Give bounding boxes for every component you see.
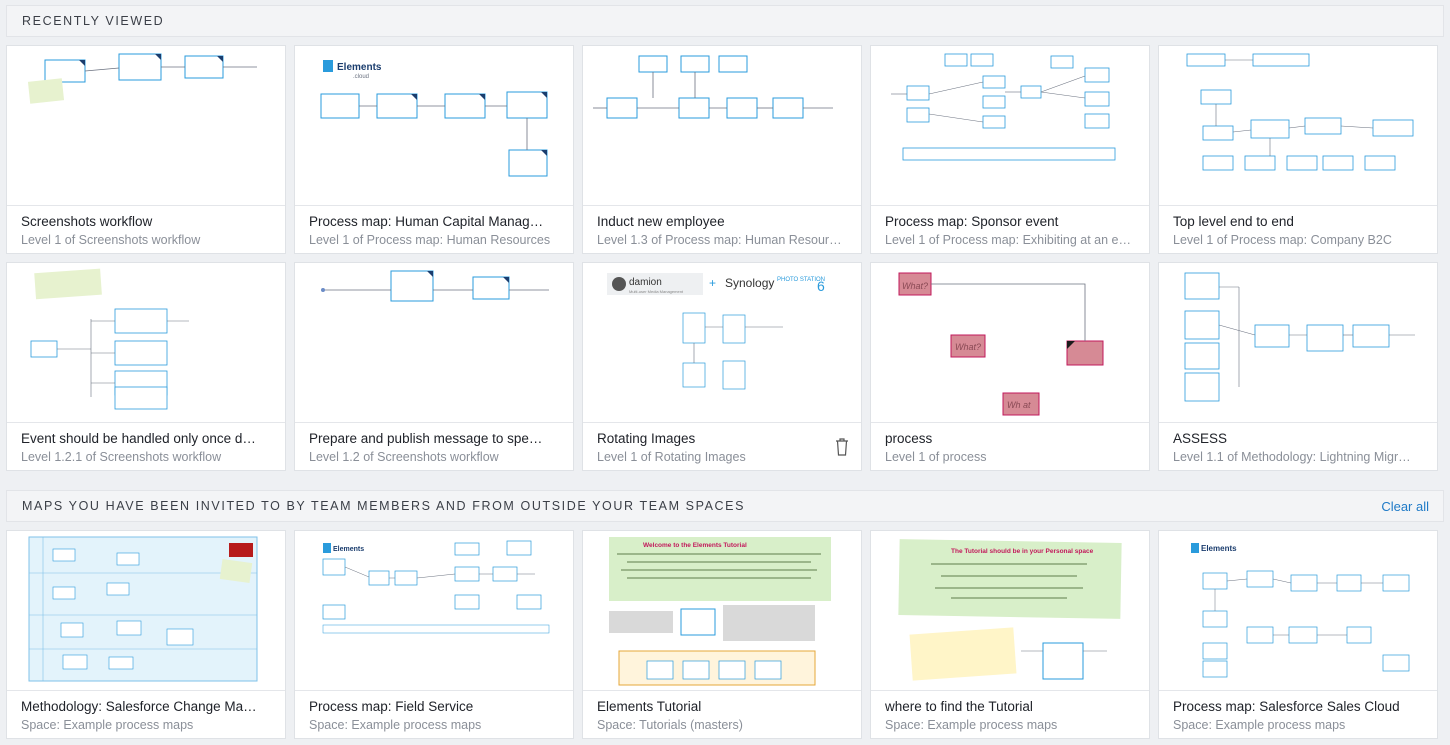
svg-text:damion: damion: [629, 277, 662, 288]
map-card[interactable]: Process map: Sponsor event Level 1 of Pr…: [870, 45, 1150, 254]
card-title: where to find the Tutorial: [885, 699, 1033, 714]
map-thumbnail: [1159, 46, 1437, 206]
map-thumbnail: [871, 46, 1149, 206]
map-thumbnail: Elements: [1159, 531, 1437, 691]
map-thumbnail: [7, 46, 285, 206]
map-card[interactable]: Top level end to end Level 1 of Process …: [1158, 45, 1438, 254]
map-thumbnail: What? What? Wh at: [871, 263, 1149, 423]
recent-row-2: Event should be handled only once de… Le…: [6, 262, 1438, 471]
card-title: Methodology: Salesforce Change Man…: [21, 699, 261, 714]
card-subtitle: Space: Example process maps: [885, 718, 1058, 732]
card-subtitle: Space: Tutorials (masters): [597, 718, 743, 732]
map-thumbnail: Elements: [295, 531, 573, 691]
invited-maps-header: MAPS YOU HAVE BEEN INVITED TO BY TEAM ME…: [6, 490, 1444, 522]
map-card[interactable]: Prepare and publish message to speci… Le…: [294, 262, 574, 471]
map-card[interactable]: damion Multi-user Media Management + Syn…: [582, 262, 862, 471]
map-thumbnail: [7, 263, 285, 423]
card-title: Event should be handled only once de…: [21, 431, 261, 446]
svg-text:What?: What?: [902, 281, 928, 291]
card-title: Process map: Sponsor event: [885, 214, 1059, 229]
map-card[interactable]: Screenshots workflow Level 1 of Screensh…: [6, 45, 286, 254]
card-title: Screenshots workflow: [21, 214, 153, 229]
map-thumbnail: Welcome to the Elements Tutorial: [583, 531, 861, 691]
card-title: Process map: Field Service: [309, 699, 474, 714]
map-card[interactable]: ASSESS Level 1.1 of Methodology: Lightni…: [1158, 262, 1438, 471]
card-subtitle: Level 1.1 of Methodology: Lightning Migr…: [1173, 450, 1411, 464]
recent-row-1: Screenshots workflow Level 1 of Screensh…: [6, 45, 1438, 254]
map-card[interactable]: Elements Process map: Field Service Spac…: [294, 530, 574, 739]
map-thumbnail: [7, 531, 285, 691]
map-thumbnail: [295, 263, 573, 423]
card-subtitle: Level 1 of Process map: Company B2C: [1173, 233, 1392, 247]
card-subtitle: Level 1.2 of Screenshots workflow: [309, 450, 499, 464]
map-card[interactable]: Welcome to the Elements Tutorial Element…: [582, 530, 862, 739]
map-card[interactable]: Methodology: Salesforce Change Man… Spac…: [6, 530, 286, 739]
svg-text:+: +: [709, 276, 716, 290]
card-subtitle: Space: Example process maps: [21, 718, 194, 732]
card-title: Rotating Images: [597, 431, 696, 446]
map-thumbnail: Elements .cloud: [295, 46, 573, 206]
card-title: Top level end to end: [1173, 214, 1294, 229]
card-title: Process map: Human Capital Manage…: [309, 214, 549, 229]
svg-text:Synology: Synology: [725, 276, 774, 290]
card-subtitle: Space: Example process maps: [309, 718, 482, 732]
svg-text:.cloud: .cloud: [353, 74, 369, 80]
map-card[interactable]: Event should be handled only once de… Le…: [6, 262, 286, 471]
svg-text:Welcome to the Elements Tutori: Welcome to the Elements Tutorial: [643, 542, 747, 549]
svg-text:Elements: Elements: [1201, 544, 1237, 553]
card-subtitle: Level 1.3 of Process map: Human Resource…: [597, 233, 847, 247]
invited-maps-title: MAPS YOU HAVE BEEN INVITED TO BY TEAM ME…: [22, 499, 746, 513]
card-title: ASSESS: [1173, 431, 1228, 446]
svg-text:PHOTO STATION: PHOTO STATION: [777, 277, 825, 283]
card-subtitle: Level 1 of Process map: Human Resources: [309, 233, 551, 247]
card-subtitle: Space: Example process maps: [1173, 718, 1346, 732]
svg-text:Multi-user Media Management: Multi-user Media Management: [629, 289, 684, 294]
card-title: Induct new employee: [597, 214, 725, 229]
map-card[interactable]: Induct new employee Level 1.3 of Process…: [582, 45, 862, 254]
clear-all-link[interactable]: Clear all: [1381, 499, 1429, 514]
map-card[interactable]: Elements Process map: Salesforce Sales C…: [1158, 530, 1438, 739]
map-thumbnail: damion Multi-user Media Management + Syn…: [583, 263, 861, 423]
card-title: Prepare and publish message to speci…: [309, 431, 549, 446]
svg-text:What?: What?: [955, 342, 981, 352]
trash-icon[interactable]: [835, 438, 849, 456]
svg-text:The Tutorial should be in your: The Tutorial should be in your Personal …: [951, 548, 1094, 555]
map-card[interactable]: What? What? Wh at process Level 1 of pro…: [870, 262, 1150, 471]
card-title: Elements Tutorial: [597, 699, 702, 714]
svg-text:Elements: Elements: [333, 546, 364, 553]
map-thumbnail: [1159, 263, 1437, 423]
svg-text:6: 6: [817, 278, 825, 294]
svg-text:Elements: Elements: [337, 62, 382, 73]
recently-viewed-header: RECENTLY VIEWED: [6, 5, 1444, 37]
card-subtitle: Level 1 of Screenshots workflow: [21, 233, 201, 247]
card-subtitle: Level 1 of process: [885, 450, 987, 464]
map-card[interactable]: The Tutorial should be in your Personal …: [870, 530, 1150, 739]
card-subtitle: Level 1 of Process map: Exhibiting at an…: [885, 233, 1131, 247]
svg-text:Wh at: Wh at: [1007, 400, 1031, 410]
card-title: Process map: Salesforce Sales Cloud: [1173, 699, 1400, 714]
card-subtitle: Level 1 of Rotating Images: [597, 450, 746, 464]
card-subtitle: Level 1.2.1 of Screenshots workflow: [21, 450, 222, 464]
card-title: process: [885, 431, 933, 446]
invited-row: Methodology: Salesforce Change Man… Spac…: [6, 530, 1438, 739]
recently-viewed-title: RECENTLY VIEWED: [22, 14, 165, 28]
map-card[interactable]: Elements .cloud Process map: Human Capit…: [294, 45, 574, 254]
map-thumbnail: The Tutorial should be in your Personal …: [871, 531, 1149, 691]
map-thumbnail: [583, 46, 861, 206]
